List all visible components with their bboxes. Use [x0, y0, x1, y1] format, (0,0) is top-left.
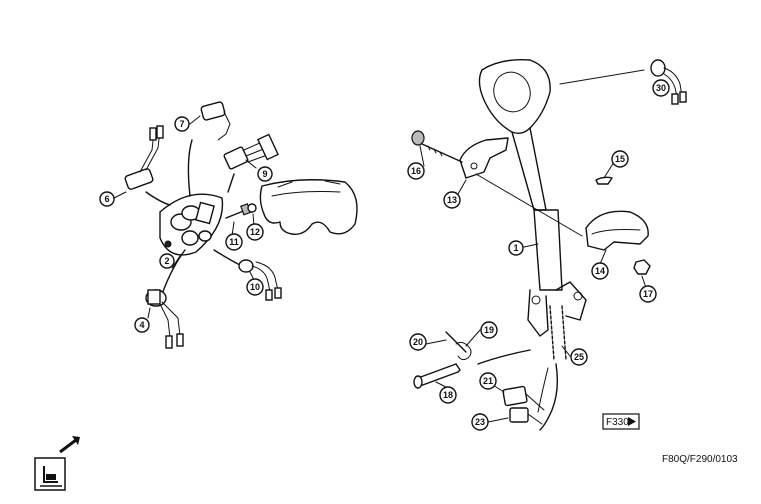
- sheet-tag: F330: [602, 413, 640, 430]
- callout-21: 21: [479, 372, 497, 390]
- svg-text:25: 25: [574, 352, 584, 362]
- lever-assembly: [411, 59, 687, 431]
- svg-text:9: 9: [262, 169, 267, 179]
- svg-text:17: 17: [643, 289, 653, 299]
- callout-7: 7: [174, 116, 190, 132]
- callout-4: 4: [134, 317, 150, 333]
- svg-text:13: 13: [447, 195, 457, 205]
- svg-text:20: 20: [413, 337, 423, 347]
- callout-19: 19: [480, 321, 498, 339]
- callout-17: 17: [639, 285, 657, 303]
- svg-text:F330: F330: [606, 417, 629, 428]
- drawing-code: F80Q/F290/0103: [662, 454, 738, 465]
- callout-23: 23: [471, 413, 489, 431]
- callout-11: 11: [225, 233, 243, 251]
- svg-text:11: 11: [229, 237, 239, 247]
- arrow-right-icon: [628, 417, 636, 426]
- callout-16: 16: [407, 162, 425, 180]
- svg-text:15: 15: [615, 154, 625, 164]
- arrow-icon: [59, 436, 80, 454]
- svg-text:16: 16: [411, 166, 421, 176]
- svg-text:4: 4: [139, 320, 144, 330]
- callout-25: 25: [570, 348, 588, 366]
- callout-14: 14: [591, 262, 609, 280]
- switch-panel-assembly: [124, 101, 358, 349]
- svg-text:10: 10: [250, 282, 260, 292]
- callout-15: 15: [611, 150, 629, 168]
- svg-text:21: 21: [483, 376, 493, 386]
- svg-text:7: 7: [179, 119, 184, 129]
- callout-2: 2: [159, 253, 175, 269]
- svg-text:12: 12: [250, 227, 260, 237]
- svg-text:14: 14: [595, 266, 605, 276]
- callout-13: 13: [443, 191, 461, 209]
- svg-text:19: 19: [484, 325, 494, 335]
- svg-text:1: 1: [513, 243, 518, 253]
- callout-9: 9: [257, 166, 273, 182]
- callout-6: 6: [99, 191, 115, 207]
- callout-12: 12: [246, 223, 264, 241]
- leader-lines: [113, 69, 647, 423]
- callout-1: 1: [508, 240, 524, 256]
- svg-text:6: 6: [104, 194, 109, 204]
- callout-30: 30: [652, 79, 670, 97]
- svg-text:18: 18: [443, 390, 453, 400]
- callout-10: 10: [246, 278, 264, 296]
- callout-20: 20: [409, 333, 427, 351]
- svg-text:30: 30: [656, 83, 666, 93]
- seat-symbol-icon: [34, 457, 66, 491]
- callout-18: 18: [439, 386, 457, 404]
- svg-text:23: 23: [475, 417, 485, 427]
- svg-text:2: 2: [164, 256, 169, 266]
